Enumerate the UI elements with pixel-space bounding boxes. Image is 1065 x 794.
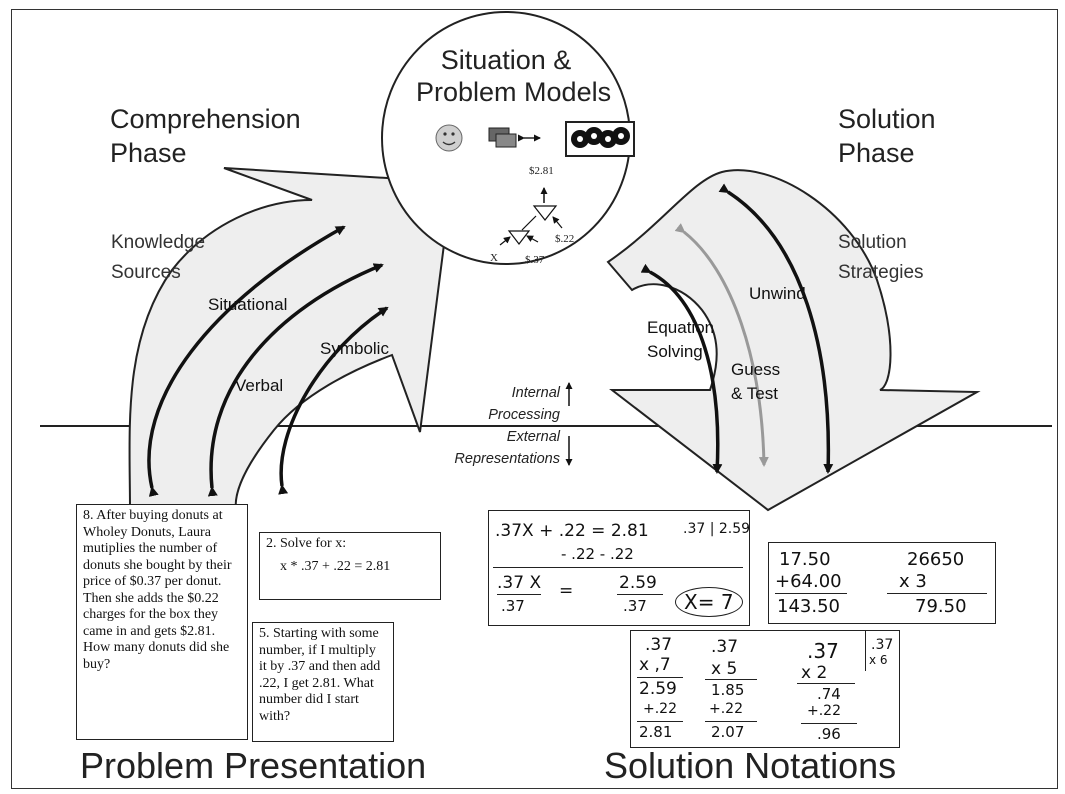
comprehension-big-arrow <box>128 167 454 511</box>
knowledge-line2: Sources <box>111 262 181 283</box>
unwind-arrow <box>718 183 834 474</box>
gt-2b: x 5 <box>711 659 738 679</box>
models-title: Situation & Problem Models <box>416 44 612 108</box>
problem-2-equation: x * .37 + .22 = 2.81 <box>280 558 391 574</box>
internal-text: Internal <box>511 385 560 401</box>
problem-5-text: 5. Starting with some number, if I multi… <box>259 626 381 724</box>
gt-1a: .37 <box>645 635 673 655</box>
models-title-line1: Situation & <box>440 45 572 75</box>
knowledge-line1: Knowledge <box>111 232 206 253</box>
gt-2e: 2.07 <box>711 723 745 741</box>
gt-1e: 2.81 <box>639 723 673 741</box>
diagram-frame: Situation & Problem Models $2.81 $.22 X … <box>11 9 1058 789</box>
unwind-b3: 79.50 <box>915 596 967 617</box>
guess-line1: Guess <box>731 360 781 379</box>
solution-line2: Phase <box>838 138 915 168</box>
eq-frac-right: 2.59 <box>619 573 657 593</box>
knowledge-sources-label: Knowledge Sources <box>111 228 205 288</box>
diagram-graphics <box>40 11 1052 512</box>
unwind-b2: x 3 <box>899 571 927 592</box>
gt-3d: +.22 <box>807 703 841 719</box>
symbolic-label: Symbolic <box>320 339 389 358</box>
smiley-icon <box>435 124 463 152</box>
solution-line1: Solution <box>838 104 936 134</box>
eq-den-right: .37 <box>623 597 647 615</box>
model-value-top: $2.81 <box>529 165 554 177</box>
problem-8-box: 8. After buying donuts at Wholey Donuts,… <box>76 504 248 740</box>
equation-line2: Solving <box>647 342 703 361</box>
unwind-a3: 143.50 <box>777 596 840 617</box>
gt-3b: x 2 <box>801 663 828 683</box>
unwind-notation-box: 17.50 +64.00 143.50 26650 x 3 79.50 <box>768 542 996 624</box>
gt-4a: .37 <box>871 637 894 653</box>
solution-strategies-label: Solution Strategies <box>838 228 924 288</box>
comprehension-phase-label: Comprehension Phase <box>110 102 301 170</box>
gt-2d: +.22 <box>709 701 743 717</box>
eq-row2: - .22 - .22 <box>561 545 634 563</box>
guess-test-label: Guess & Test <box>731 358 780 406</box>
eq-answer: X= 7 <box>675 587 743 617</box>
situational-arrow <box>147 225 346 497</box>
tree-node-top <box>532 205 558 221</box>
problem-2-box: 2. Solve for x: x * .37 + .22 = 2.81 <box>259 532 441 600</box>
gt-4b: x 6 <box>869 653 888 667</box>
tree-node-bottom <box>507 230 531 245</box>
comprehension-line2: Phase <box>110 138 187 168</box>
strategies-line2: Strategies <box>838 262 924 283</box>
eq-side: .37 | 2.59 <box>683 521 750 537</box>
gt-1b: x ,7 <box>639 655 671 675</box>
gt-1c: 2.59 <box>639 679 677 699</box>
unwind-label: Unwind <box>749 284 806 303</box>
verbal-arrow <box>207 263 384 497</box>
comprehension-line1: Comprehension <box>110 104 301 134</box>
equation-notation-box: .37X + .22 = 2.81 - .22 - .22 .37 | 2.59… <box>488 510 750 626</box>
processing-text: Processing <box>488 407 560 423</box>
equation-line1: Equation <box>647 318 715 337</box>
verbal-label: Verbal <box>235 376 284 395</box>
guess-line2: & Test <box>731 384 778 403</box>
donuts-icon <box>565 121 635 157</box>
strategies-line1: Solution <box>838 232 907 253</box>
eq-equals: = <box>559 581 574 601</box>
eq-den-left: .37 <box>501 597 525 615</box>
problem-2-title: 2. Solve for x: <box>266 536 347 551</box>
processing-label: Internal Processing External Representat… <box>416 382 560 470</box>
guess-test-notation-box: .37 x ,7 2.59 +.22 2.81 .37 x 5 1.85 +.2… <box>630 630 900 748</box>
eq-row1: .37X + .22 = 2.81 <box>495 521 649 541</box>
gt-3a: .37 <box>807 639 839 663</box>
unwind-a2: +64.00 <box>775 571 842 592</box>
unwind-a1: 17.50 <box>779 549 831 570</box>
problem-5-box: 5. Starting with some number, if I multi… <box>252 622 394 742</box>
equation-solving-label: Equation Solving <box>647 316 714 364</box>
external-text: External <box>506 429 560 445</box>
gt-3c: .74 <box>817 685 841 703</box>
model-value-x: X <box>490 252 498 264</box>
money-bills-icon <box>488 127 517 148</box>
solution-notations-label: Solution Notations <box>604 745 897 786</box>
solution-phase-label: Solution Phase <box>838 102 936 170</box>
gt-2c: 1.85 <box>711 681 745 699</box>
gt-2a: .37 <box>711 637 739 657</box>
model-value-bottom: $.37 <box>525 254 545 266</box>
eq-frac-left: .37 X <box>497 573 542 593</box>
model-value-right: $.22 <box>555 233 575 245</box>
situational-label: Situational <box>208 295 288 314</box>
representations-text: Representations <box>454 451 560 467</box>
unwind-b1: 26650 <box>907 549 965 570</box>
problem-presentation-label: Problem Presentation <box>80 745 427 786</box>
models-title-line2: Problem Models <box>416 77 612 107</box>
problem-8-text: 8. After buying donuts at Wholey Donuts,… <box>83 508 232 672</box>
gt-3e: .96 <box>817 725 841 743</box>
gt-1d: +.22 <box>643 701 677 717</box>
symbolic-arrow <box>278 306 389 495</box>
